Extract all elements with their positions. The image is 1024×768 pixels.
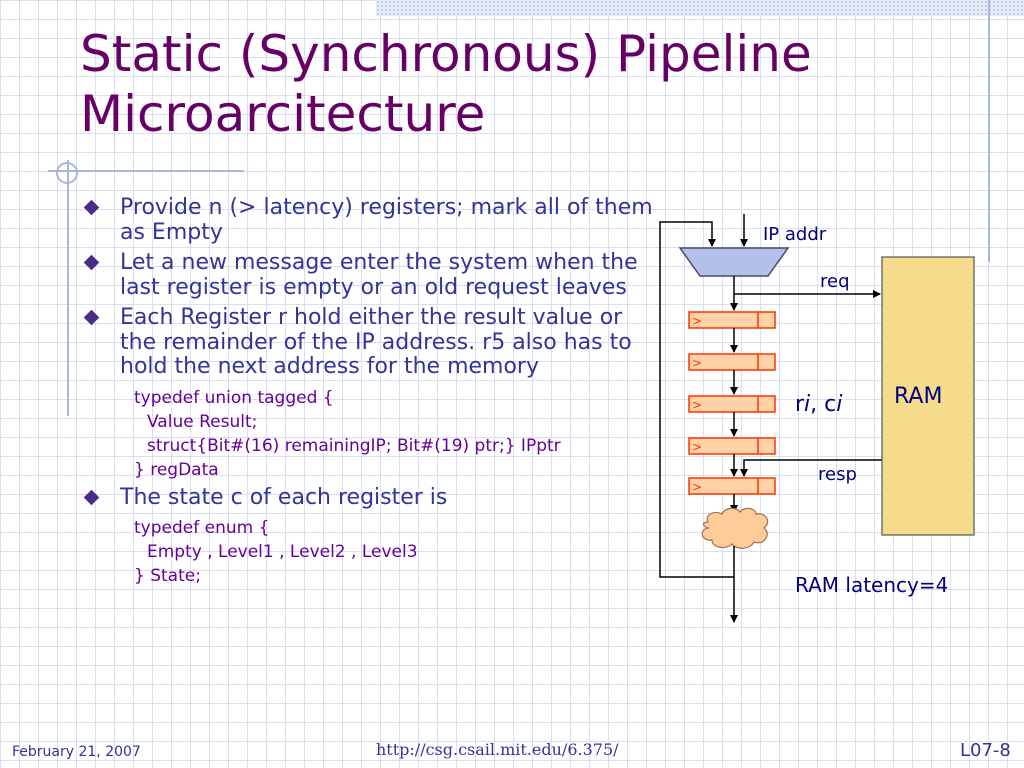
register-glyph: > [692, 398, 702, 412]
register-state-label: ri, ci [795, 392, 842, 417]
bullet-item: Let a new message enter the system when … [82, 250, 662, 300]
code-block-state: typedef enum { Empty , Level1 , Level2 ,… [82, 516, 662, 588]
ram-block [881, 256, 975, 536]
req-label: req [820, 271, 850, 292]
footer-date: February 21, 2007 [12, 744, 141, 760]
code-line: Empty , Level1 , Level2 , Level3 [147, 542, 418, 562]
code-line: struct{Bit#(16) remainingIP; Bit#(19) pt… [147, 435, 561, 456]
diamond-bullet-icon [83, 254, 100, 271]
ram-label: RAM [894, 384, 942, 409]
register-glyph: > [692, 356, 702, 370]
logic-cloud-icon [701, 507, 769, 549]
register-glyph: > [692, 480, 702, 494]
label-i: i [804, 392, 810, 417]
slide-title: Static (Synchronous) Pipeline Microarcit… [80, 25, 812, 143]
register-glyph: > [692, 440, 702, 454]
corner-decoration [376, 0, 1024, 16]
bullet-item: Provide n (> latency) registers; mark al… [82, 195, 662, 245]
title-underline [48, 170, 244, 172]
register-1: > [688, 311, 776, 329]
bullet-text: The state c of each register is [120, 484, 448, 510]
left-decoration-line [67, 160, 69, 416]
right-decoration-line [988, 0, 990, 262]
diamond-bullet-icon [83, 489, 100, 505]
ip-addr-label: IP addr [763, 224, 827, 245]
bullet-item: The state c of each register is [82, 484, 662, 511]
code-line: } State; [134, 566, 201, 586]
code-line: typedef enum { [134, 518, 270, 538]
decoration-ring-icon [56, 162, 78, 184]
register-4: > [688, 437, 776, 455]
label-i: i [836, 392, 842, 417]
mux-shape [678, 247, 790, 277]
resp-label: resp [818, 464, 857, 485]
slide-content: Provide n (> latency) registers; mark al… [82, 195, 662, 592]
diamond-bullet-icon [83, 309, 100, 326]
code-block-regdata: typedef union tagged { Value Result; str… [82, 386, 662, 482]
label-r: r [795, 392, 805, 417]
resp-wire [740, 459, 882, 477]
latency-label: RAM latency=4 [795, 573, 948, 597]
register-glyph: > [692, 314, 702, 328]
feedback-wire [659, 221, 734, 578]
register-5: > [688, 477, 776, 495]
bullet-item: Each Register r hold either the result v… [82, 305, 662, 380]
bullet-text: Let a new message enter the system when … [120, 250, 638, 300]
diamond-bullet-icon [83, 199, 100, 216]
footer-url: http://csg.csail.mit.edu/6.375/ [376, 740, 619, 759]
code-line: Value Result; [147, 411, 258, 432]
register-2: > [688, 353, 776, 371]
code-line: typedef union tagged { [134, 387, 334, 408]
bullet-text: Provide n (> latency) registers; mark al… [120, 195, 653, 245]
page-number: L07-8 [960, 740, 1011, 761]
bullet-text: Each Register r hold either the result v… [120, 305, 632, 379]
code-line: } regData [134, 459, 219, 480]
register-3: > [688, 395, 776, 413]
label-c: , c [810, 392, 836, 417]
